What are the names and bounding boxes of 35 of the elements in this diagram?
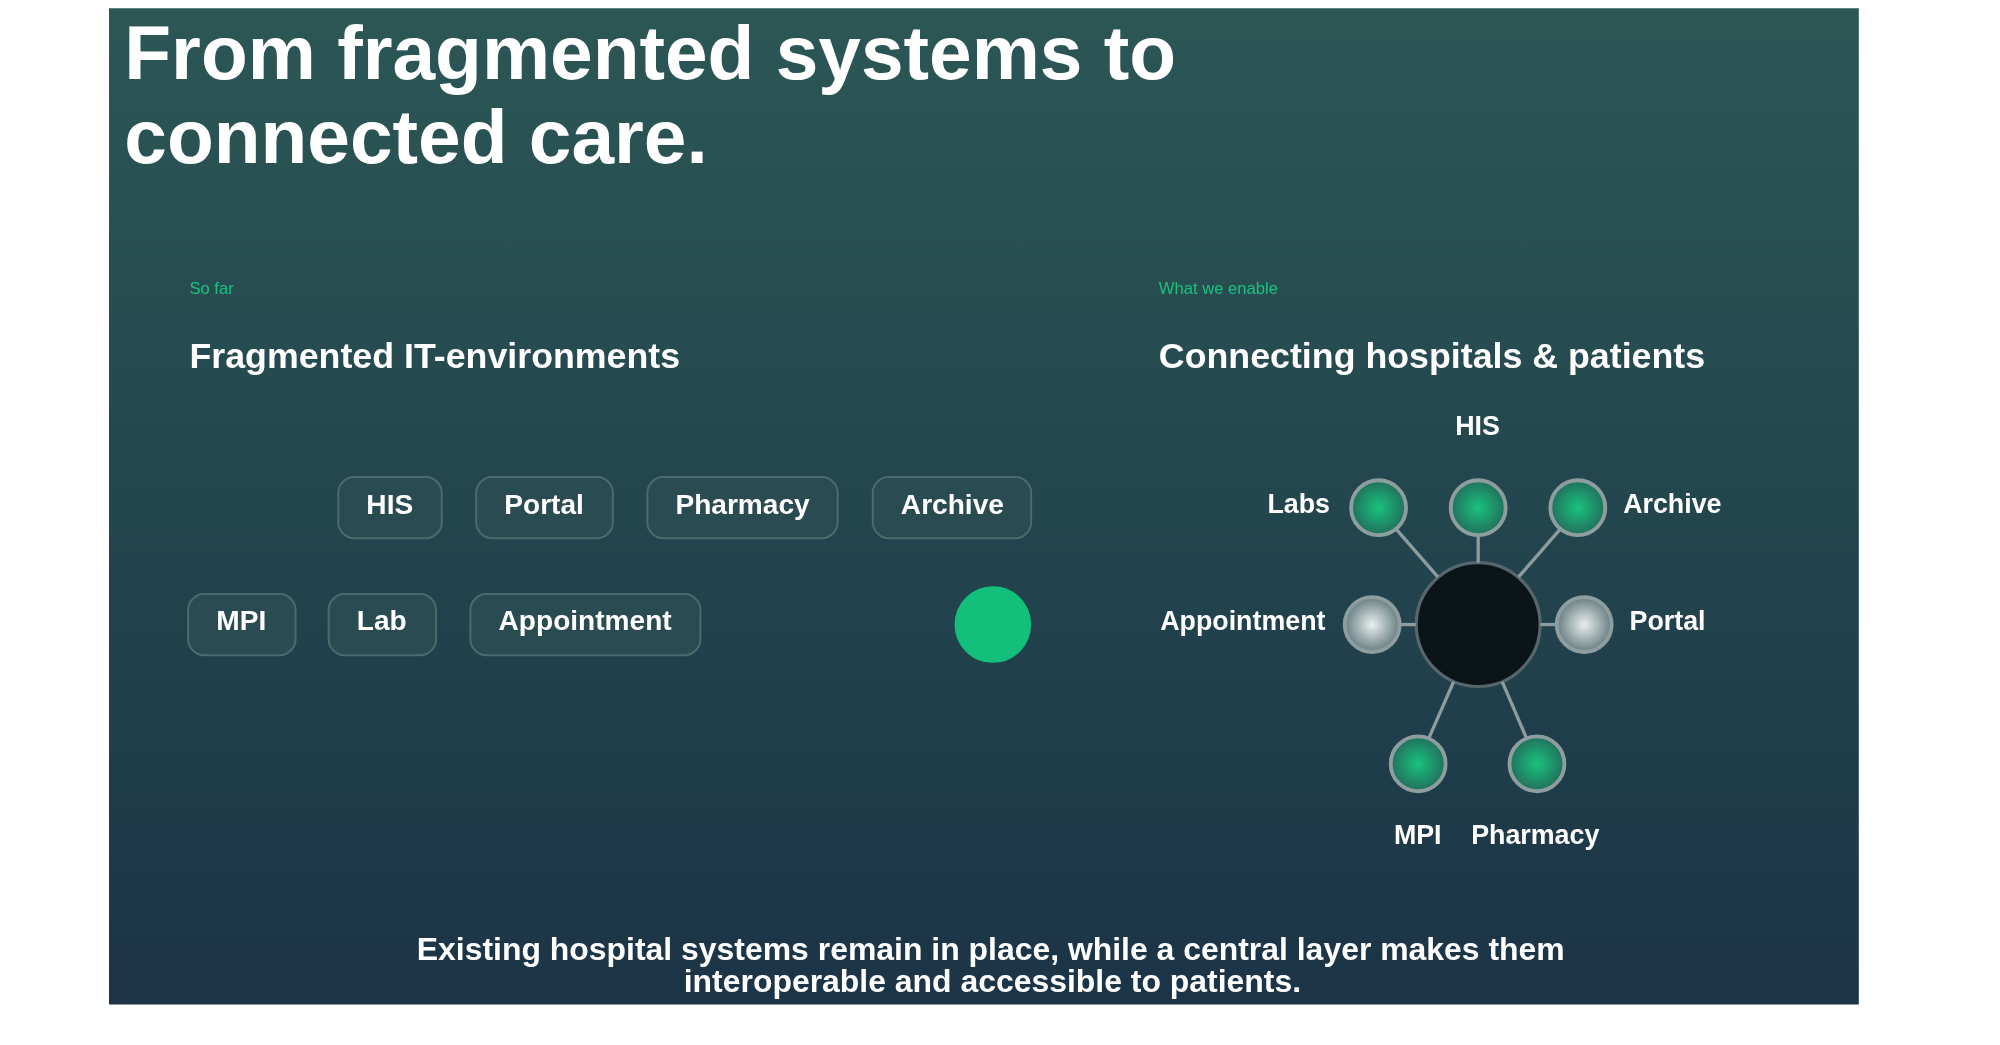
node-box: Archive: [871, 476, 1033, 540]
caption: Existing hospital systems remain in place, while a central layer makes them interoperable and accessible to patients.: [416, 930, 1565, 999]
connector: [1500, 681, 1528, 739]
connector: [1399, 622, 1416, 627]
node-circle: [1548, 478, 1608, 538]
node-box: MPI: [187, 592, 297, 657]
node-label: HIS: [1455, 411, 1500, 442]
label: So far: [189, 278, 234, 298]
node-label: Portal: [1629, 606, 1706, 637]
connector: [1517, 528, 1562, 579]
connector: [1395, 528, 1440, 579]
node-circle: [1448, 478, 1508, 538]
diagram-title: From fragmented systems to connected care.: [124, 9, 1177, 179]
label: What we enable: [1158, 278, 1278, 298]
node-circle: [954, 586, 1032, 663]
node-box: Pharmacy: [646, 476, 839, 540]
node-circle: [1388, 734, 1448, 794]
node-label: MPI: [1393, 819, 1442, 850]
node-label: Pharmacy: [1471, 819, 1600, 850]
connector: [1427, 681, 1456, 739]
node-label: Appointment: [1160, 606, 1326, 637]
node-label: Labs: [1267, 489, 1331, 520]
node-box: Appointment: [469, 592, 702, 657]
node-label: Archive: [1623, 489, 1722, 520]
label: Connecting hospitals & patients: [1158, 335, 1706, 376]
label: Fragmented IT-environments: [189, 335, 681, 376]
node-box: Lab: [327, 592, 437, 657]
node-circle: [1349, 478, 1408, 538]
node-box: Portal: [475, 476, 614, 540]
connector: [1476, 535, 1480, 563]
node-box: HIS: [337, 476, 443, 540]
node-circle: [1554, 595, 1614, 654]
node-circle: [1342, 595, 1402, 654]
node-circle: [1507, 734, 1567, 794]
node-circle: [1414, 561, 1542, 689]
